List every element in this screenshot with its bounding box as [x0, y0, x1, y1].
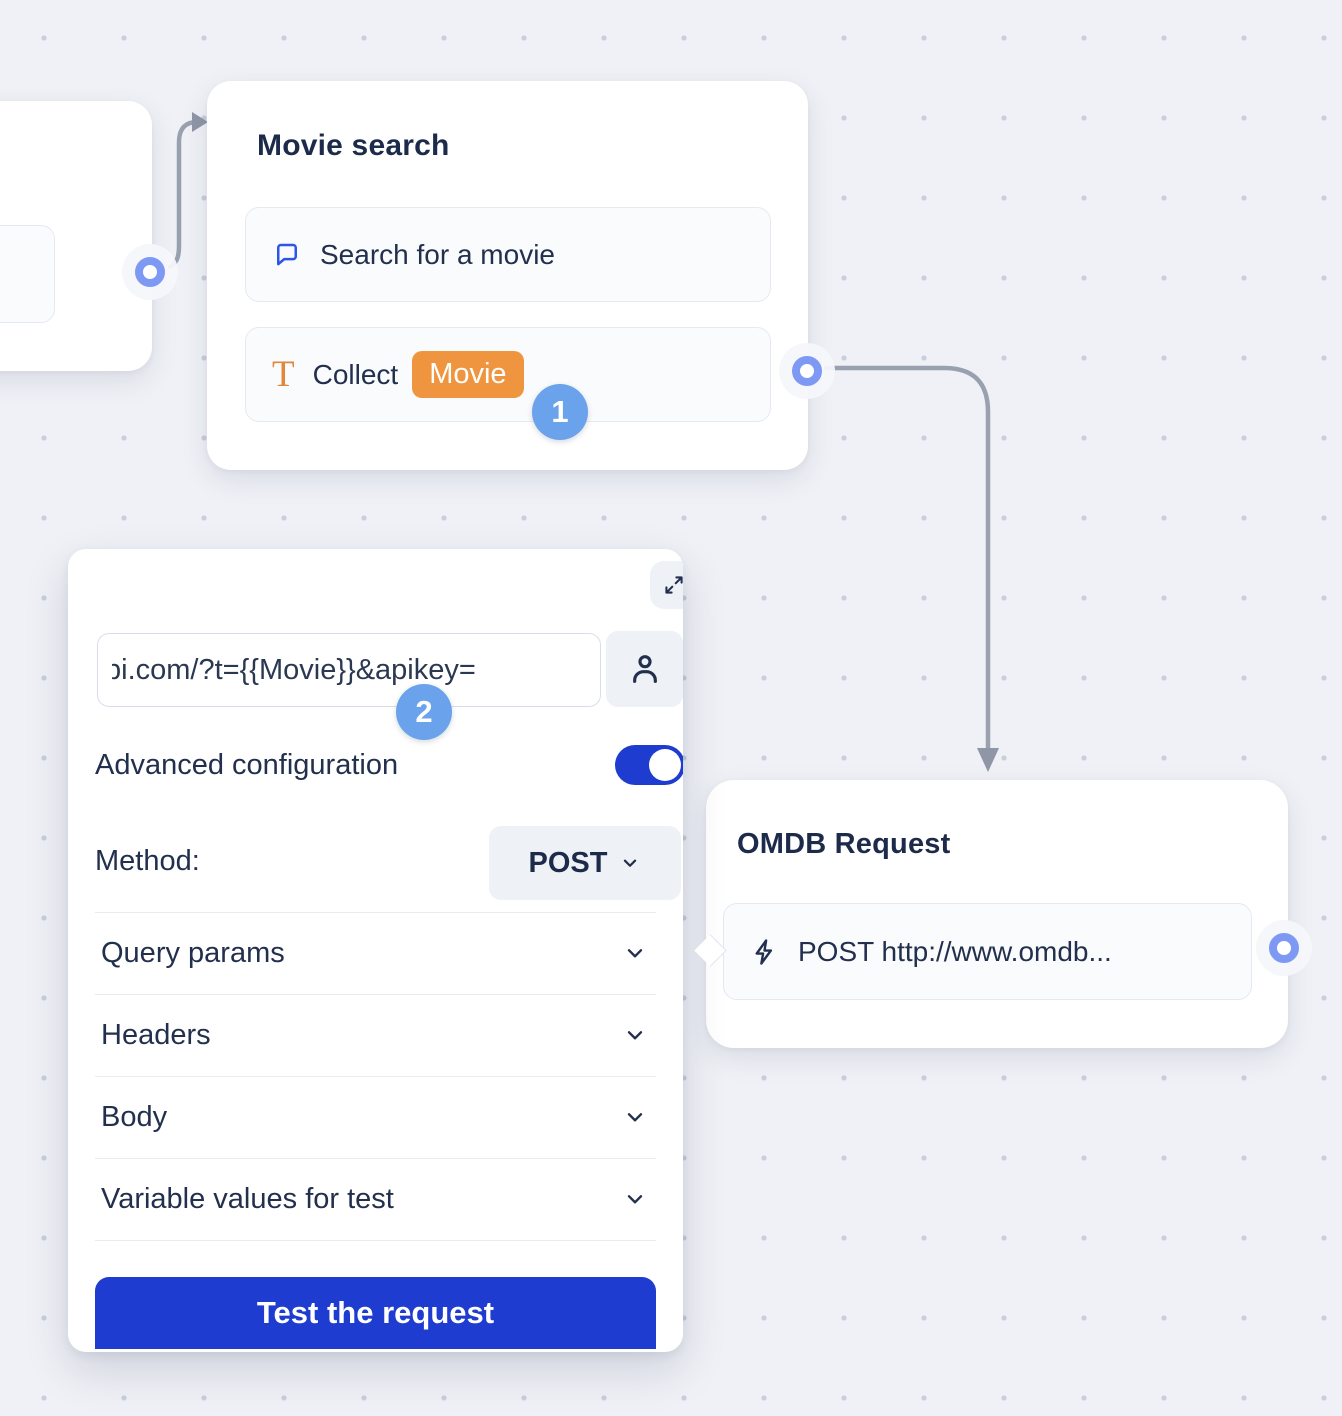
divider: [95, 994, 656, 995]
collect-input-block[interactable]: T Collect Movie: [245, 327, 771, 422]
insert-variable-button[interactable]: [606, 631, 683, 707]
url-input[interactable]: [97, 633, 601, 707]
movie-search-node[interactable]: Movie search Search for a movie T Collec…: [207, 81, 808, 470]
method-label: Method:: [95, 845, 200, 877]
accordion-variable-values[interactable]: Variable values for test: [95, 1158, 656, 1240]
accordion-label: Body: [101, 1100, 168, 1133]
divider: [95, 1240, 656, 1241]
chevron-down-icon: [622, 940, 648, 966]
divider: [95, 1158, 656, 1159]
chevron-down-icon: [619, 852, 641, 874]
webhook-block[interactable]: POST http://www.omdb...: [723, 903, 1252, 1000]
webhook-config-panel[interactable]: 2 Advanced configuration Method: POST Qu…: [68, 549, 683, 1352]
edge-arrowhead-down: [977, 748, 999, 772]
chevron-down-icon: [622, 1104, 648, 1130]
send-message-block[interactable]: Search for a movie: [245, 207, 771, 302]
movie-search-output-port[interactable]: [792, 356, 822, 386]
advanced-configuration-label: Advanced configuration: [95, 749, 399, 781]
method-value: POST: [528, 846, 608, 879]
expand-icon: [661, 572, 683, 598]
partial-node-block[interactable]: [0, 225, 55, 323]
tutorial-step-badge-1: 1: [532, 384, 588, 440]
text-input-icon: T: [272, 354, 295, 395]
divider: [95, 1076, 656, 1077]
expand-panel-button[interactable]: [650, 561, 683, 609]
tutorial-step-badge-2: 2: [396, 684, 452, 740]
omdb-output-port[interactable]: [1269, 933, 1299, 963]
accordion-label: Headers: [101, 1018, 211, 1051]
partial-node-output-port[interactable]: [135, 257, 165, 287]
advanced-configuration-toggle[interactable]: [615, 745, 683, 785]
lightning-icon: [750, 937, 780, 967]
accordion-label: Query params: [101, 936, 285, 969]
node-title: OMDB Request: [737, 828, 951, 860]
divider: [95, 912, 656, 913]
chevron-down-icon: [622, 1022, 648, 1048]
toggle-knob: [649, 749, 681, 781]
accordion-headers[interactable]: Headers: [95, 994, 656, 1076]
edge-arrowhead-right: [192, 112, 208, 132]
chat-bubble-icon: [272, 240, 302, 270]
accordion-label: Variable values for test: [101, 1182, 394, 1215]
block-label: Collect: [312, 358, 399, 390]
variable-chip: Movie: [412, 351, 524, 398]
block-label: Search for a movie: [320, 238, 555, 270]
edge-movie-to-omdb: [823, 365, 991, 753]
partial-node-card[interactable]: [0, 101, 152, 371]
accordion-query-params[interactable]: Query params: [95, 912, 656, 994]
edge-into-movie-search: [167, 119, 200, 270]
node-title: Movie search: [257, 129, 450, 162]
method-dropdown[interactable]: POST: [489, 826, 681, 900]
block-label: POST http://www.omdb...: [798, 935, 1112, 967]
test-request-button[interactable]: Test the request: [95, 1277, 656, 1349]
person-icon: [625, 649, 665, 689]
chevron-down-icon: [622, 1186, 648, 1212]
accordion-body[interactable]: Body: [95, 1076, 656, 1158]
omdb-request-node[interactable]: OMDB Request POST http://www.omdb...: [706, 780, 1288, 1048]
